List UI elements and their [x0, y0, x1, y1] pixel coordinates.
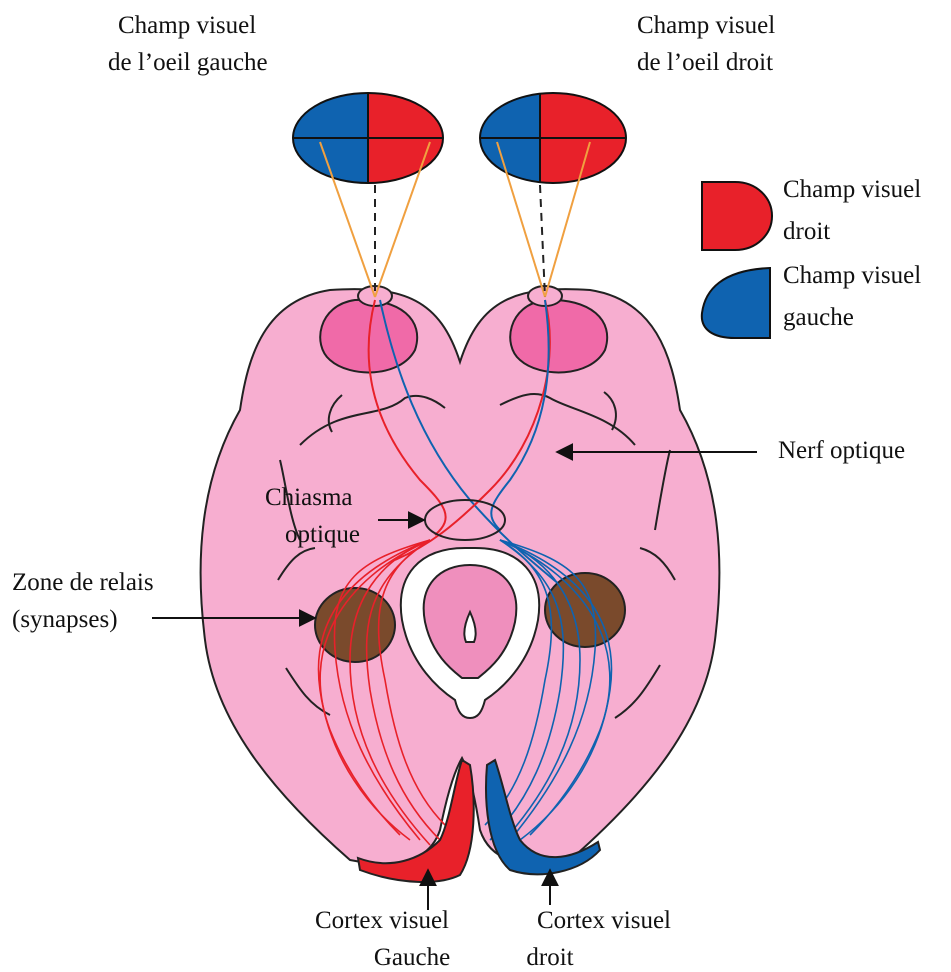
right-relay-zone — [545, 573, 625, 647]
left-cortex-label-line2: Gauche — [374, 944, 450, 971]
chiasm-label-line1: Chiasma — [265, 484, 353, 511]
right-eye-field-label-line1: Champ visuel — [637, 12, 775, 39]
left-eye-visual-field — [290, 90, 448, 190]
legend-blue-label-line1: Champ visuel — [783, 262, 921, 289]
chiasm-label-line2: optique — [285, 521, 360, 548]
optic-nerve-label: Nerf optique — [778, 437, 905, 464]
right-eye-visual-field — [475, 90, 630, 190]
red-half-disc-icon — [702, 182, 772, 250]
right-cortex-label-line2: droit — [526, 944, 573, 971]
left-cortex-label-line1: Cortex visuel — [315, 907, 449, 934]
right-eye-field-label-line2: de l’oeil droit — [637, 49, 773, 76]
legend-red-label-line2: droit — [783, 218, 830, 245]
legend-blue-label-line2: gauche — [783, 304, 854, 331]
relay-zone-label-line2: (synapses) — [12, 606, 118, 633]
left-eye-field-label-line2: de l’oeil gauche — [108, 49, 268, 76]
legend-red-label-line1: Champ visuel — [783, 176, 921, 203]
blue-half-disc-icon — [702, 268, 770, 338]
right-cortex-label-line1: Cortex visuel — [537, 907, 671, 934]
left-eye-field-label-line1: Champ visuel — [118, 12, 256, 39]
relay-zone-label-line1: Zone de relais — [12, 569, 154, 596]
